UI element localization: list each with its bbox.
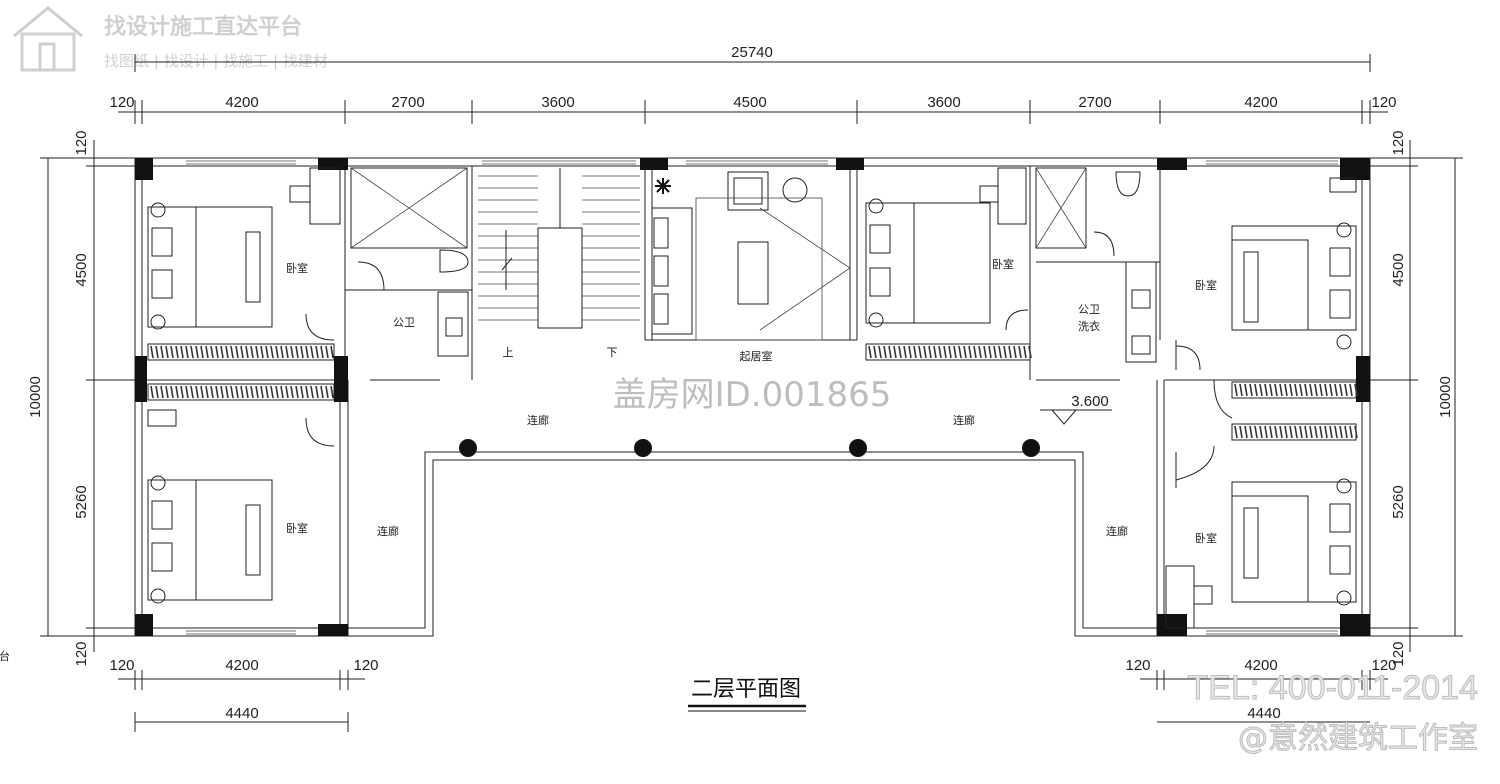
bed-icon	[865, 198, 991, 328]
dim-top-1: 4200	[225, 94, 258, 111]
dim-left-1: 4500	[73, 253, 90, 286]
closets	[147, 343, 1358, 441]
dim-top-8: 120	[1371, 94, 1396, 111]
dim-br-2: 120	[1371, 657, 1396, 674]
drawing-title-block: 二层平面图	[688, 677, 806, 712]
dim-top-5: 3600	[927, 94, 960, 111]
stair-down-label: 下	[607, 346, 618, 359]
dim-br-total: 4440	[1247, 705, 1280, 722]
room-corridor-l: 连廊	[527, 413, 549, 427]
dim-right-3: 120	[1390, 641, 1407, 666]
watermark-studio: @意然建筑工作室	[1238, 721, 1478, 756]
dim-right-2: 5260	[1390, 485, 1407, 518]
brand-subtitle: 找图纸 | 找设计 | 找施工 | 找建材	[104, 52, 328, 70]
dim-top-2: 2700	[391, 94, 424, 111]
dim-top-4: 4500	[733, 94, 766, 111]
room-bath-r: 公卫	[1078, 303, 1100, 316]
furniture	[147, 167, 1357, 629]
dim-right-1: 4500	[1390, 253, 1407, 286]
drawing-title: 二层平面图	[691, 677, 801, 702]
watermark-tel: TEL: 400-011-2014	[1188, 669, 1478, 707]
logo: 找设计施工直达平台 找图纸 | 找设计 | 找施工 | 找建材	[13, 6, 328, 72]
room-corridor-wr: 连廊	[1106, 524, 1128, 538]
dim-bl-total: 4440	[225, 705, 258, 722]
dim-right-0: 120	[1390, 130, 1407, 155]
edge-text: 阳台	[0, 649, 10, 663]
watermarks: 盖房网ID.001865 TEL: 400-011-2014 @意然建筑工作室	[613, 375, 1479, 757]
dim-top-3: 3600	[541, 94, 574, 111]
dim-br-0: 120	[1125, 657, 1150, 674]
dim-top-0: 120	[109, 94, 134, 111]
stair-up-label: 上	[503, 346, 514, 359]
elevation-value: 3.600	[1071, 393, 1109, 410]
room-bath-l: 公卫	[393, 316, 415, 329]
dim-left-3: 120	[73, 641, 90, 666]
brand-title: 找设计施工直达平台	[104, 14, 302, 40]
dim-top-7: 4200	[1244, 94, 1277, 111]
stair-icon	[478, 168, 640, 329]
dim-bl-1: 4200	[225, 657, 258, 674]
room-bedroom-tl: 卧室	[286, 261, 308, 275]
dim-bl-2: 120	[353, 657, 378, 674]
bed-icon	[147, 202, 273, 330]
room-bedroom-bl: 卧室	[286, 521, 308, 535]
house-logo-icon	[13, 6, 83, 72]
plant-icon	[655, 178, 671, 194]
dim-right-total: 10000	[1437, 376, 1454, 418]
bed-icon	[147, 475, 273, 604]
room-labels: 卧室 公卫 上 下 起居室 卧室 公卫 洗衣 卧室 连廊 连廊 卧室 连廊 连廊…	[0, 257, 1217, 663]
dim-left-total: 10000	[27, 376, 44, 418]
room-corridor-wl: 连廊	[377, 524, 399, 538]
dim-left-0: 120	[73, 130, 90, 155]
top-dimensions: 25740 120 4200 2700 3600 4500 3600 2700 …	[109, 44, 1397, 124]
watermark-center: 盖房网ID.001865	[613, 375, 892, 415]
room-corridor-r: 连廊	[953, 413, 975, 427]
bottom-dimensions: 120 4200 120 4440 120 4200 120 4440	[109, 657, 1397, 732]
right-dimensions: 10000 120 4500 5260 120	[1370, 130, 1463, 667]
dim-bl-0: 120	[109, 657, 134, 674]
dim-overall: 25740	[731, 44, 773, 61]
walls	[134, 157, 1371, 637]
room-bedroom-br: 卧室	[1195, 531, 1217, 545]
elevation-marker: 3.600	[1040, 393, 1112, 425]
bed-icon	[1231, 222, 1357, 350]
room-living: 起居室	[740, 349, 773, 363]
left-dimensions: 10000 120 4500 5260 120	[27, 130, 135, 667]
room-bedroom-tr: 卧室	[1195, 278, 1217, 292]
dim-br-1: 4200	[1244, 657, 1277, 674]
dim-left-2: 5260	[73, 485, 90, 518]
room-bedroom-tc: 卧室	[992, 257, 1014, 271]
room-laundry: 洗衣	[1078, 319, 1100, 333]
bed-icon	[1231, 478, 1357, 606]
dim-top-6: 2700	[1078, 94, 1111, 111]
